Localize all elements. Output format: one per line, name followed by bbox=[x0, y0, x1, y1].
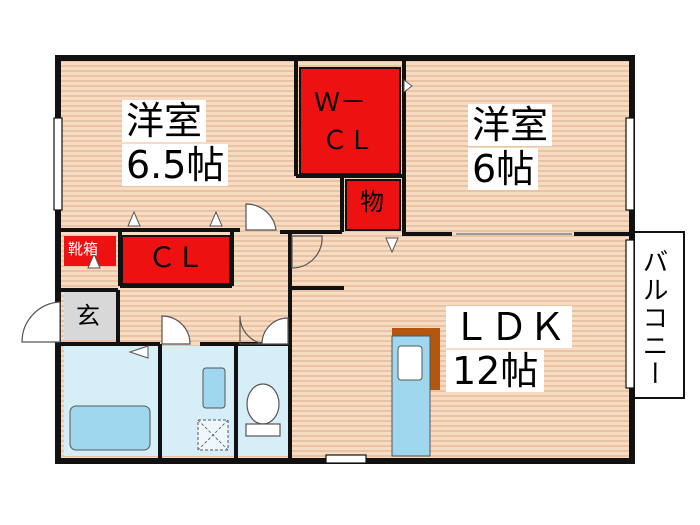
ldk-size: 12帖 bbox=[446, 350, 545, 392]
walk-in-closet-label-2: ＣＬ bbox=[322, 126, 375, 156]
balcony-area bbox=[631, 231, 685, 399]
balcony-label: バルコニー bbox=[638, 248, 668, 388]
entrance-floor bbox=[64, 292, 116, 340]
storage-label: 物 bbox=[360, 188, 384, 216]
shoe-box bbox=[64, 236, 116, 266]
sink bbox=[397, 345, 423, 381]
closet-door-marks bbox=[87, 79, 413, 359]
room-1-size: 6.5帖 bbox=[122, 144, 229, 186]
entrance-label: 玄 bbox=[76, 302, 100, 330]
toilet-tank bbox=[245, 423, 281, 437]
ldk-name: ＬＤＫ bbox=[446, 306, 573, 348]
closet-label: ＣＬ bbox=[148, 241, 205, 274]
windows bbox=[53, 117, 635, 464]
room-2-name: 洋室 bbox=[468, 104, 553, 146]
walk-in-closet bbox=[299, 67, 401, 175]
washbasin bbox=[202, 367, 226, 409]
bathtub bbox=[69, 405, 151, 451]
room-2-size: 6帖 bbox=[468, 148, 539, 190]
walk-in-closet-label-1: Ｗ－ bbox=[314, 88, 367, 118]
room-1-name: 洋室 bbox=[122, 100, 207, 142]
storage-closet bbox=[345, 179, 401, 231]
toilet-bowl bbox=[246, 383, 280, 425]
doors bbox=[21, 203, 323, 345]
shoe-box-label: 靴箱 bbox=[68, 240, 99, 258]
